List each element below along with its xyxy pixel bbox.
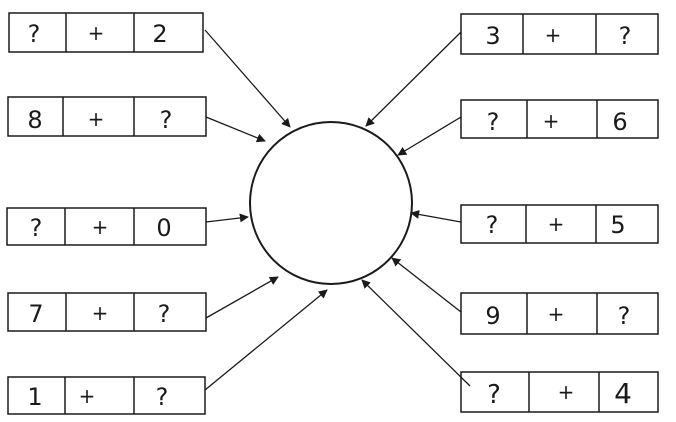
right-box-4-cell-1: 9 [485, 302, 500, 330]
left-box-3-cell-2: + [92, 215, 109, 239]
right-box-1-cell-1: 3 [485, 22, 500, 50]
arrow-left-2 [205, 116, 266, 143]
left-box-5-cell-1: 1 [27, 383, 42, 411]
right-box-3-cell-1: ? [486, 211, 499, 239]
arrow-right-1 [365, 31, 462, 127]
right-box-3: ? + 5 [460, 204, 659, 244]
right-box-3-cell-3: 5 [610, 211, 625, 239]
left-box-4-cell-3: ? [158, 300, 171, 328]
arrow-left-3 [205, 213, 249, 223]
left-box-1-cell-3: 2 [152, 20, 167, 48]
left-box-5: 1 + ? [7, 376, 206, 415]
left-box-1-cell-2: + [88, 21, 105, 45]
arrow-left-1 [204, 29, 291, 128]
right-box-2-cell-2: + [543, 109, 560, 133]
left-box-3: ? + 0 [6, 207, 207, 246]
left-box-2: 8 + ? [7, 96, 207, 137]
right-box-5-cell-2: + [558, 380, 575, 404]
left-box-4-cell-1: 7 [28, 300, 43, 328]
arrow-right-4 [391, 257, 462, 313]
left-box-2-cell-3: ? [160, 106, 173, 134]
right-box-5-cell-3: 4 [614, 377, 632, 410]
right-box-4-cell-2: + [548, 302, 565, 326]
left-box-4-cell-2: + [92, 301, 109, 325]
right-box-2: ? + 6 [460, 99, 659, 139]
arrow-right-5 [361, 279, 471, 387]
right-box-2-cell-3: 6 [612, 108, 627, 136]
arrow-left-4 [205, 276, 279, 319]
arrow-right-2 [397, 116, 462, 156]
right-box-5-cell-1: ? [487, 380, 501, 410]
left-box-4: 7 + ? [7, 292, 207, 332]
right-box-4: 9 + ? [460, 292, 659, 335]
right-box-1: 3 + ? [460, 13, 659, 55]
center-circle [249, 121, 413, 285]
left-box-5-cell-3: ? [156, 383, 169, 411]
arrow-left-5 [204, 289, 328, 391]
right-box-1-cell-3: ? [619, 22, 632, 50]
left-box-2-cell-2: + [88, 107, 105, 131]
right-box-5: ? + 4 [460, 371, 659, 413]
left-box-1: ? + 2 [8, 12, 204, 53]
right-box-3-cell-2: + [548, 212, 565, 236]
right-box-4-cell-3: ? [618, 302, 631, 330]
left-box-1-cell-1: ? [28, 20, 41, 48]
left-box-3-cell-3: 0 [156, 214, 171, 242]
left-box-3-cell-1: ? [30, 214, 43, 242]
left-box-2-cell-1: 8 [27, 106, 42, 134]
arrow-right-3 [410, 210, 462, 223]
right-box-1-cell-2: + [545, 23, 562, 47]
left-box-5-cell-2: + [79, 384, 96, 408]
right-box-2-cell-1: ? [487, 108, 500, 136]
